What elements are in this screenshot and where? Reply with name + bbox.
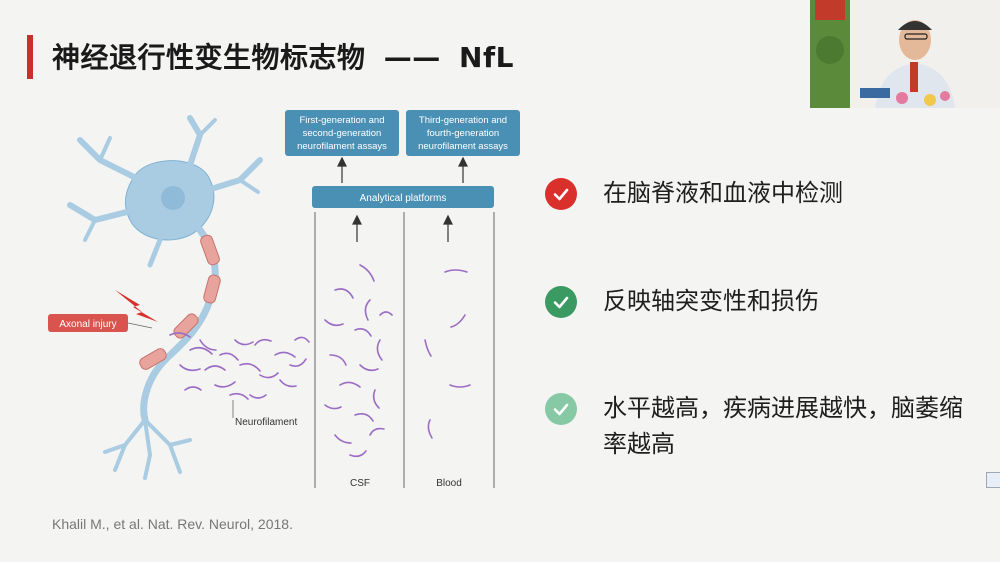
check-icon bbox=[545, 393, 577, 425]
expand-icon[interactable] bbox=[986, 472, 1000, 488]
title-accent-bar bbox=[27, 35, 33, 79]
presenter-video[interactable] bbox=[810, 0, 1000, 108]
box-left bbox=[285, 110, 399, 156]
injury-label: Axonal injury bbox=[59, 319, 116, 330]
filaments-released bbox=[169, 332, 310, 400]
box-left-line2: second-generation bbox=[303, 128, 382, 139]
box-right bbox=[406, 110, 520, 156]
neuron-nucleus bbox=[161, 186, 185, 210]
check-item-3: 水平越高，疾病进展越快，脑萎缩率越高 bbox=[545, 390, 985, 462]
arrows-mid bbox=[352, 214, 453, 242]
platforms-bar bbox=[312, 186, 494, 208]
platforms-label: Analytical platforms bbox=[360, 193, 447, 204]
injury-pointer bbox=[127, 322, 153, 329]
box-left-line1: First-generation and bbox=[299, 115, 384, 126]
box-right-line3: neurofilament assays bbox=[418, 141, 508, 152]
check-text-1: 在脑脊液和血液中检测 bbox=[603, 179, 843, 207]
neurofilament-label: Neurofilament bbox=[235, 417, 297, 428]
injury-badge bbox=[48, 314, 128, 332]
filaments-csf bbox=[324, 264, 393, 458]
check-item-1: 在脑脊液和血液中检测 bbox=[545, 175, 985, 211]
title-suffix: NfL bbox=[459, 41, 514, 74]
filaments-blood bbox=[424, 269, 471, 439]
check-icon bbox=[545, 286, 577, 318]
myelin-segments bbox=[139, 234, 221, 370]
box-right-line1: Third-generation and bbox=[419, 115, 507, 126]
arrows-top bbox=[337, 156, 468, 183]
box-left-line3: neurofilament assays bbox=[297, 141, 387, 152]
column-lines bbox=[314, 212, 495, 488]
axon-terminals bbox=[103, 418, 192, 480]
csf-label: CSF bbox=[350, 478, 370, 489]
lightning-icon bbox=[115, 290, 158, 322]
check-icon bbox=[545, 178, 577, 210]
check-text-2: 反映轴突变性和损伤 bbox=[603, 287, 819, 315]
check-text-3: 水平越高，疾病进展越快，脑萎缩率越高 bbox=[603, 394, 963, 458]
check-item-2: 反映轴突变性和损伤 bbox=[545, 283, 985, 319]
title-main: 神经退行性变生物标志物 bbox=[52, 41, 366, 74]
presenter-figure bbox=[810, 0, 1000, 108]
blood-label: Blood bbox=[436, 478, 462, 489]
box-right-line2: fourth-generation bbox=[427, 128, 499, 139]
citation: Khalil M., et al. Nat. Rev. Neurol, 2018… bbox=[52, 516, 293, 532]
slide-title: 神经退行性变生物标志物 —— NfL bbox=[52, 36, 514, 76]
nfl-figure: First-generation and second-generation n… bbox=[48, 110, 520, 489]
title-separator: —— bbox=[383, 41, 441, 74]
